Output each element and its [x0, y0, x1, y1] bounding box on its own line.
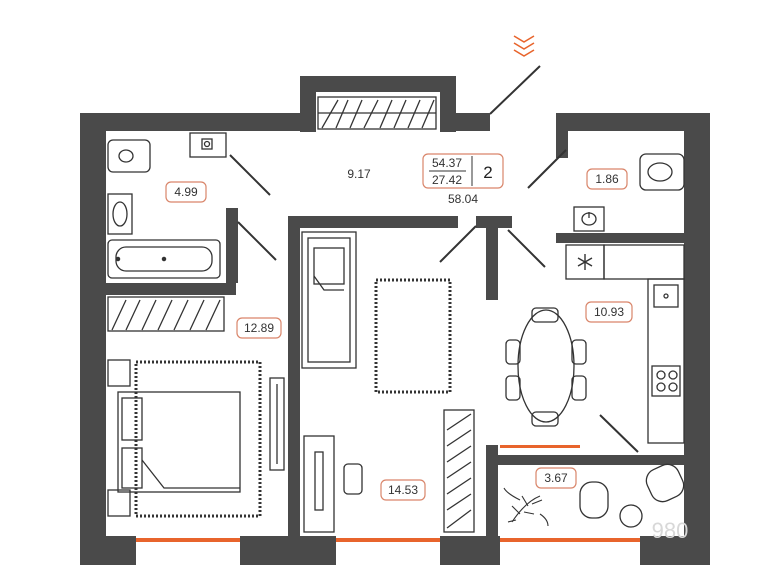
wardrobe-living [443, 409, 475, 533]
windows [136, 445, 640, 542]
room-labels [165, 168, 633, 501]
living-door-line [507, 229, 546, 268]
toilet-door-line [527, 149, 567, 189]
watermark-text: 980 [652, 518, 689, 543]
wardrobe-hall [317, 96, 437, 130]
hall-area-label: 9.17 [347, 167, 371, 181]
summary-living-area: 54.37 [432, 156, 462, 170]
toilet-fixtures [573, 153, 685, 232]
fridge-icon [577, 254, 593, 270]
living-furniture [301, 231, 452, 533]
bedroom-area-label: 12.89 [244, 321, 274, 335]
summary-panel: 54.37 27.42 2 58.04 [422, 153, 504, 206]
bedroom-furniture [107, 359, 285, 518]
entry-door-line [489, 65, 541, 115]
bedroom-door-line [237, 221, 277, 261]
hall-door-line [439, 225, 477, 263]
wardrobe-bedroom [107, 296, 225, 332]
dining-table [505, 307, 587, 427]
north-arrow-icon [513, 35, 535, 57]
balcony-area-label: 3.67 [544, 471, 568, 485]
kitchen-fixtures [565, 244, 685, 444]
summary-total-area: 58.04 [448, 192, 478, 206]
kitchen-door-line [599, 414, 639, 453]
living-room-area-label: 14.53 [388, 483, 418, 497]
balcony-furniture [579, 463, 685, 528]
bathroom-area-label: 4.99 [174, 185, 198, 199]
kitchen-area-label: 10.93 [594, 305, 624, 319]
plant-icon [503, 487, 549, 527]
bathroom-door-line [229, 154, 271, 196]
summary-room-count: 2 [483, 163, 492, 182]
summary-kitchen-area: 27.42 [432, 173, 462, 187]
bathroom-fixtures [107, 132, 227, 279]
walls [80, 76, 710, 565]
toilet-area-label: 1.86 [595, 172, 619, 186]
